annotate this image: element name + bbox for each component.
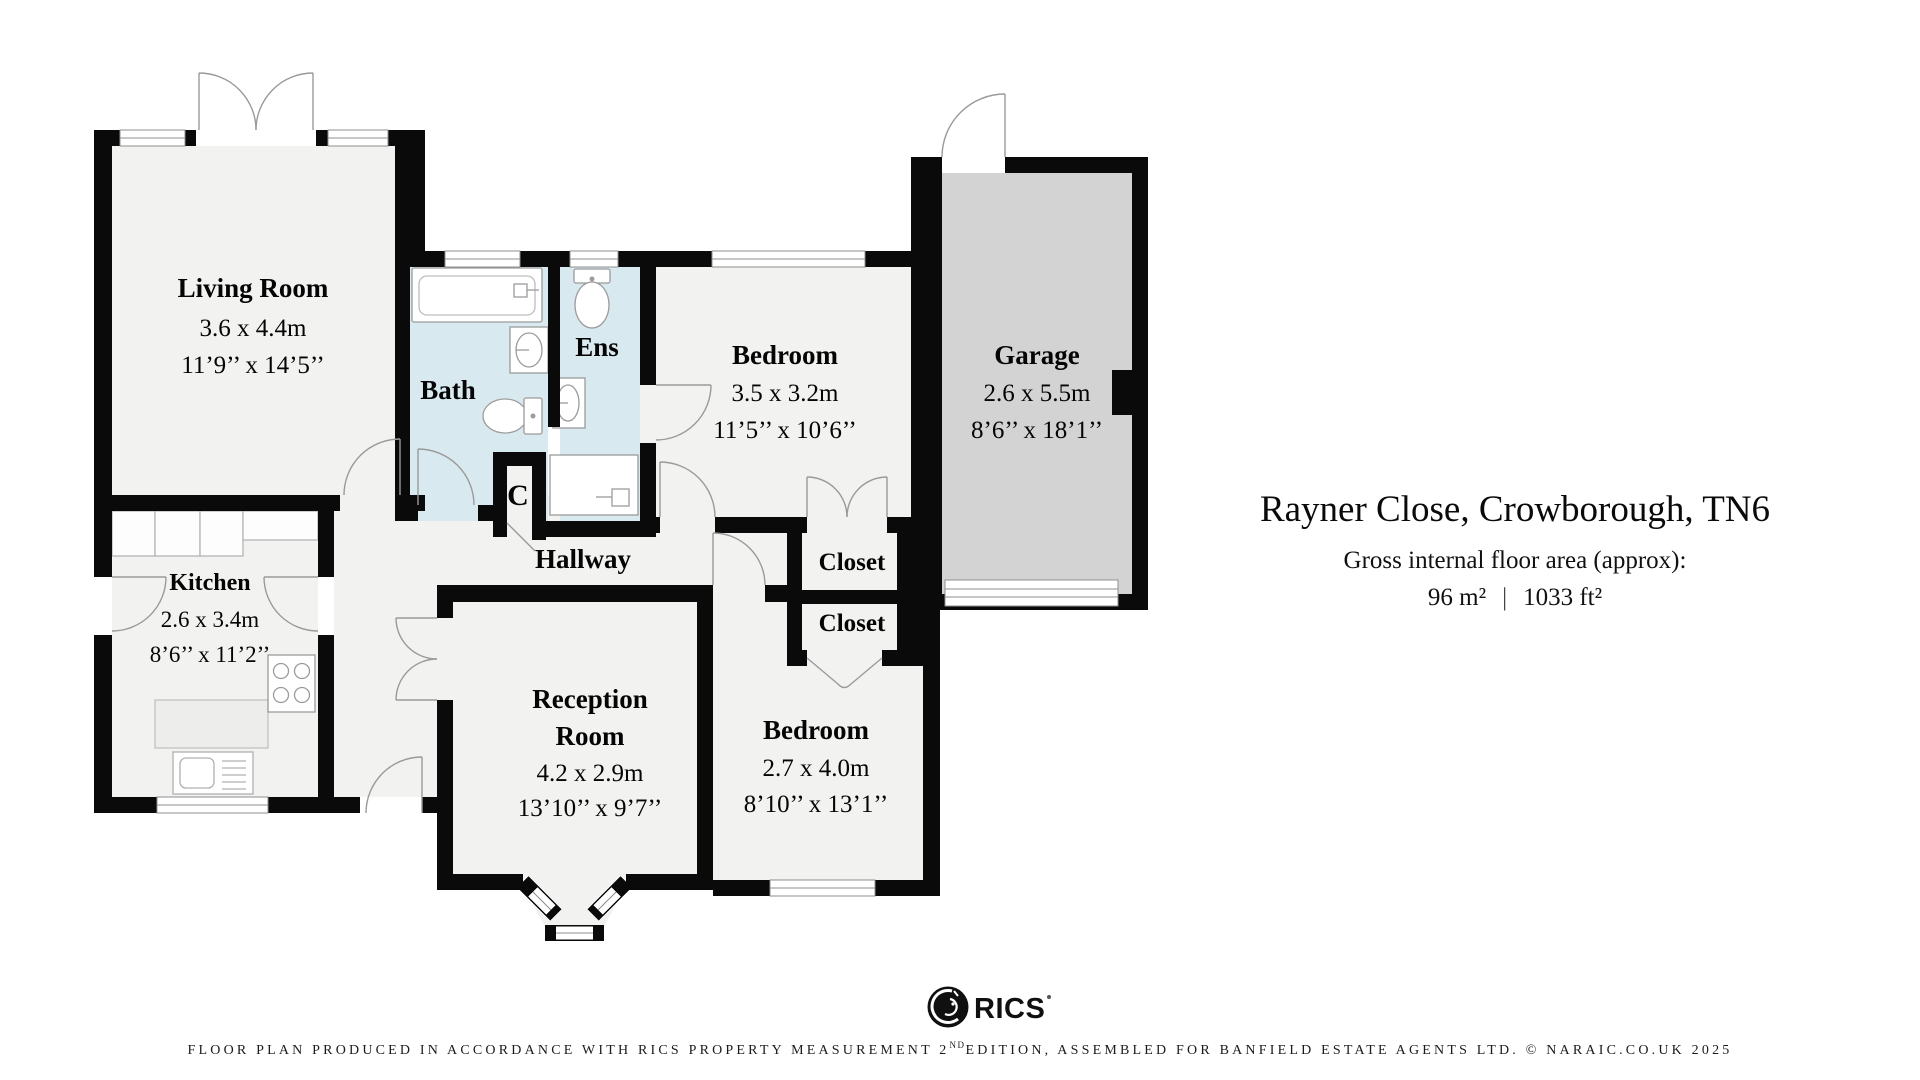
rics-trademark-dot [1047,995,1051,999]
bedroom2-door [712,532,766,586]
front-door [365,756,423,814]
bath-toilet [482,397,543,435]
garage-imperial: 8’6’’ x 18’1’’ [971,417,1103,444]
living-room-imperial: 11’9’’ x 14’5’’ [181,352,324,379]
ensuite-toilet [573,268,611,329]
shower [549,454,639,516]
bedroom1-floor [656,267,920,517]
closet-double-doors [806,476,888,518]
closet-top-label: Closet [819,549,886,576]
kitchen-label: Kitchen [169,570,250,596]
door-openings [94,157,1005,813]
footer-disclaimer: FLOOR PLAN PRODUCED IN ACCORDANCE WITH R… [0,1040,1920,1059]
bedroom1-metric: 3.5 x 3.2m [732,380,840,407]
footer-text-part2: EDITION, ASSEMBLED FOR BANFIELD ESTATE A… [965,1043,1733,1058]
garage-floor [942,173,1132,594]
room-labels: Living Room 3.6 x 4.4m 11’9’’ x 14’5’’ B… [150,273,1103,822]
reception-label-line1: Reception [532,684,647,714]
bathtub [411,267,543,323]
windows [119,129,1119,940]
living-room-floor [112,146,395,495]
kitchen-hall-door-opening [318,577,334,635]
reception-double-doors [395,617,438,701]
closet-bifold-doors [806,657,883,689]
bath-sink [509,326,549,374]
floor-area-subtitle: Gross internal floor area (approx): [1343,546,1687,574]
bath-door [417,448,475,506]
hallway-label: Hallway [535,544,632,574]
bedroom1-label: Bedroom [732,340,839,370]
rics-wordmark: RICS [974,993,1045,1025]
kitchen-side-door-opening [94,577,112,635]
kitchen-imperial: 8’6’’ x 11’2’’ [150,642,270,667]
french-doors [198,72,314,131]
kitchen-metric: 2.6 x 3.4m [161,607,260,632]
bedroom2-label: Bedroom [763,715,870,745]
cupboard-label: C [507,479,529,512]
garage-entry-opening [942,157,1005,173]
kitchen-floor [112,511,318,797]
kitchen-sink-unit [172,751,254,795]
living-room-door [343,438,401,496]
kitchen-island [154,699,269,749]
footer-superscript: ND [949,1040,966,1050]
bedroom1-imperial: 11’5’’ x 10’6’’ [713,417,856,444]
garage-entry-door [941,93,1006,158]
rics-logo: RICS [927,986,1051,1028]
bay-windows [528,887,621,940]
ensuite-label: Ens [575,332,619,362]
door-swings [111,72,1006,814]
property-address: Rayner Close, Crowborough, TN6 [1259,489,1771,530]
cupboard-floor [507,466,532,526]
reception-imperial: 13’10’’ x 9’7’’ [518,795,662,822]
garage-label: Garage [994,340,1079,370]
bath-label: Bath [420,375,476,405]
floor-area-values: 96 m² | 1033 ft² [1130,584,1900,612]
bedroom1-side-door [655,384,712,441]
kitchen-counters [111,510,319,557]
bedroom1-door-threshold [640,385,656,443]
kitchen-side-door [111,576,167,632]
bedroom1-hall-door [659,461,716,518]
area-separator: | [1502,583,1508,611]
reception-label-line2: Room [556,721,625,751]
garage-metric: 2.6 x 5.5m [984,380,1092,407]
kitchen-hall-door [263,576,319,632]
title-block: Rayner Close, Crowborough, TN6 Gross int… [1130,489,1900,612]
living-room-label: Living Room [178,273,329,303]
bay-window-floor [517,874,632,940]
reception-metric: 4.2 x 2.9m [537,760,645,787]
hall-floor-left [334,495,444,797]
bedroom2-imperial: 8’10’’ x 13’1’’ [744,791,888,818]
area-imperial: 1033 ft² [1523,583,1603,611]
cupboard-door [506,522,536,552]
area-metric: 96 m² [1427,583,1487,611]
footer-text-part1: FLOOR PLAN PRODUCED IN ACCORDANCE WITH R… [187,1043,950,1058]
living-room-metric: 3.6 x 4.4m [200,315,308,342]
closet-bottom-label: Closet [819,610,886,637]
lion-icon [930,989,959,1024]
bedroom2-metric: 2.7 x 4.0m [763,755,871,782]
kitchen-hob [267,654,316,713]
front-door-opening [360,797,422,813]
garage-door [944,579,1119,607]
fixtures [111,267,639,795]
